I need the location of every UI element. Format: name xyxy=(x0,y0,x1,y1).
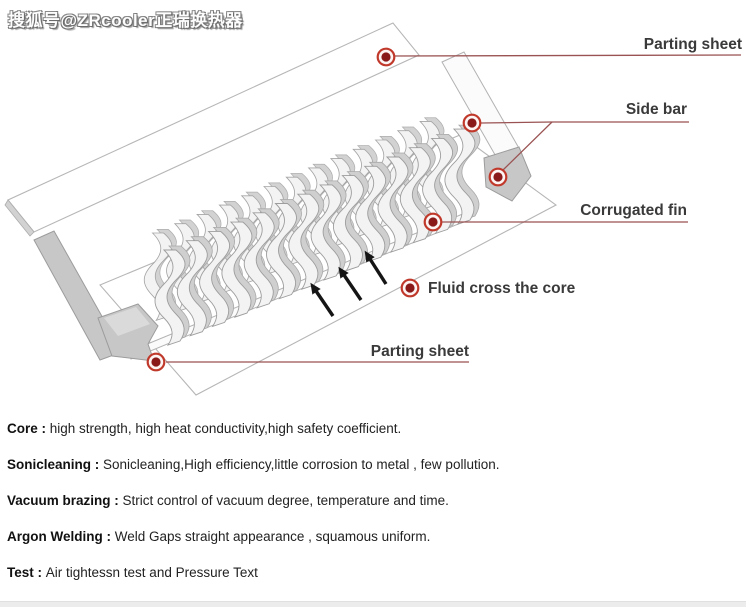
label-parting-sheet-bottom: Parting sheet xyxy=(370,343,469,360)
feature-separator: : xyxy=(33,565,46,580)
label-parting-sheet-top: Parting sheet xyxy=(643,36,742,53)
feature-test: Test : Air tightessn test and Pressure T… xyxy=(7,565,737,581)
feature-list: Core : high strength, high heat conducti… xyxy=(7,421,737,601)
feature-core-text: high strength, high heat conductivity,hi… xyxy=(49,421,402,436)
feature-separator: : xyxy=(110,493,123,508)
feature-vacuum-brazing-label: Vacuum brazing xyxy=(7,493,111,508)
callout-dots xyxy=(146,47,508,372)
feature-vacuum-brazing-text: Strict control of vacuum degree, tempera… xyxy=(122,493,449,508)
feature-test-label: Test xyxy=(7,565,34,580)
feature-test-text: Air tightessn test and Pressure Text xyxy=(45,565,258,580)
label-fluid-cross-core: Fluid cross the core xyxy=(428,280,576,297)
callout-dot-parting-top xyxy=(376,47,396,67)
feature-argon-welding-text: Weld Gaps straight appearance , squamous… xyxy=(114,529,431,544)
feature-separator: : xyxy=(91,457,104,472)
leader-lines xyxy=(166,54,742,363)
side-bar-end-block xyxy=(483,146,532,202)
feature-separator: : xyxy=(37,421,50,436)
callout-dot-parting-bottom xyxy=(146,352,166,372)
feature-core-label: Core xyxy=(7,421,38,436)
callout-dot-corrugated-fin xyxy=(423,212,443,232)
feature-separator: : xyxy=(102,529,115,544)
feature-argon-welding: Argon Welding : Weld Gaps straight appea… xyxy=(7,529,737,545)
feature-argon-welding-label: Argon Welding xyxy=(7,529,103,544)
feature-core: Core : high strength, high heat conducti… xyxy=(7,421,737,437)
bottom-divider xyxy=(0,601,746,607)
left-side-bar-top-face xyxy=(104,307,150,336)
fluid-flow-arrows xyxy=(310,250,388,317)
label-side-bar: Side bar xyxy=(625,101,687,118)
feature-sonicleaning: Sonicleaning : Sonicleaning,High efficie… xyxy=(7,457,737,473)
feature-vacuum-brazing: Vacuum brazing : Strict control of vacuu… xyxy=(7,493,737,509)
callout-dot-side-bar-2 xyxy=(488,167,508,187)
feature-sonicleaning-text: Sonicleaning,High efficiency,little corr… xyxy=(103,457,500,472)
flow-arrow-1 xyxy=(310,282,335,317)
flow-arrow-3 xyxy=(364,250,388,285)
leader-parting-sheet-top xyxy=(393,54,742,57)
top-sheet-thickness-edge xyxy=(4,199,35,237)
callout-dot-fluid-cross xyxy=(400,278,420,298)
callout-dot-side-bar-1 xyxy=(462,113,482,133)
feature-sonicleaning-label: Sonicleaning xyxy=(7,457,92,472)
leader-side-bar-b xyxy=(502,121,553,171)
diagram-canvas xyxy=(4,22,742,396)
flow-arrow-2 xyxy=(338,266,363,301)
watermark: 搜狐号@ZRcooler正瑞换热器 xyxy=(8,11,243,30)
heat-exchanger-diagram: Parting sheet Side bar Corrugated fin Fl… xyxy=(4,22,742,396)
label-corrugated-fin: Corrugated fin xyxy=(580,202,687,219)
leader-side-bar-a xyxy=(480,121,553,124)
